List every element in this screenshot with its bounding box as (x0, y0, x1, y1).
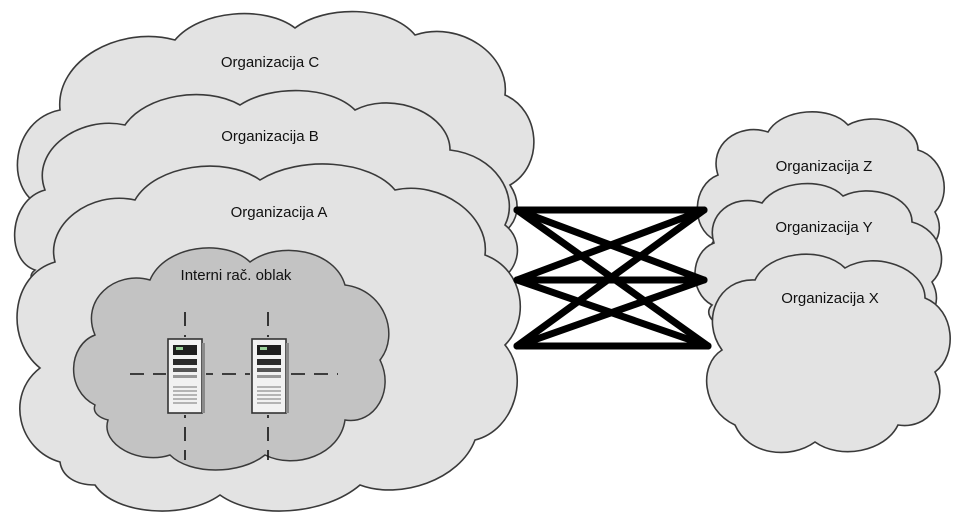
interconnect-links (513, 206, 712, 350)
label-interni-rac-oblak: Interni rač. oblak (181, 267, 292, 284)
label-organizacija-c: Organizacija C (221, 54, 320, 71)
cloud-interni-rac-oblak (72, 247, 390, 471)
server-icon (166, 337, 206, 415)
link-bottom-to-middle (513, 276, 708, 350)
label-organizacija-y: Organizacija Y (775, 219, 872, 236)
server-icon (250, 337, 290, 415)
link-bottom-to-top (513, 206, 708, 350)
cloud-organizacija-x (705, 253, 951, 454)
label-organizacija-a: Organizacija A (231, 204, 328, 221)
label-organizacija-z: Organizacija Z (776, 158, 873, 175)
link-middle-to-top (513, 206, 708, 284)
label-organizacija-x: Organizacija X (781, 290, 879, 307)
label-organizacija-b: Organizacija B (221, 128, 319, 145)
